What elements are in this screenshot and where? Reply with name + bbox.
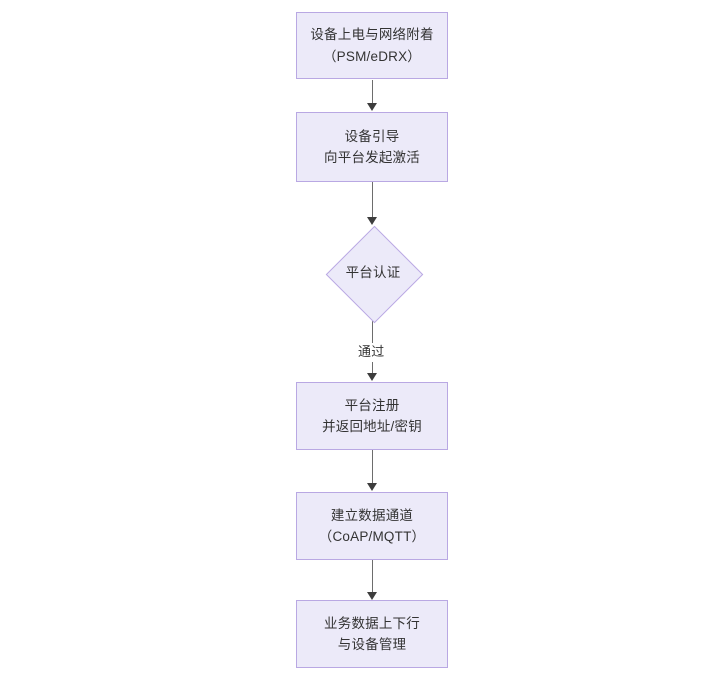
node-bootstrap-line1: 设备引导	[344, 128, 400, 144]
node-power-on-line2: （PSM/eDRX）	[322, 48, 422, 64]
node-channel[interactable]: 建立数据通道 （CoAP/MQTT）	[296, 492, 448, 560]
node-bootstrap-line2: 向平台发起激活	[324, 150, 420, 165]
node-channel-line2: （CoAP/MQTT）	[318, 529, 426, 544]
node-bootstrap[interactable]: 设备引导 向平台发起激活	[296, 112, 448, 182]
arrowhead-register	[367, 373, 377, 381]
edge-bootstrap-to-auth	[372, 182, 373, 218]
arrowhead-auth	[367, 217, 377, 225]
arrowhead-channel	[367, 483, 377, 491]
node-register-line2: 并返回地址/密钥	[322, 419, 422, 434]
node-auth-decision[interactable]: 平台认证	[325, 225, 423, 323]
node-register-line1: 平台注册	[344, 397, 400, 413]
edge-power-on-to-bootstrap	[372, 80, 373, 104]
arrowhead-bootstrap	[367, 103, 377, 111]
node-channel-line1: 建立数据通道	[330, 507, 414, 523]
edge-register-to-channel	[372, 450, 373, 484]
node-service-line1: 业务数据上下行	[324, 615, 420, 631]
node-register[interactable]: 平台注册 并返回地址/密钥	[296, 382, 448, 450]
arrowhead-service	[367, 592, 377, 600]
node-power-on-line1: 设备上电与网络附着	[310, 27, 434, 43]
edge-channel-to-service	[372, 560, 373, 593]
node-auth-label: 平台认证	[345, 264, 401, 280]
node-service[interactable]: 业务数据上下行 与设备管理	[296, 600, 448, 668]
node-power-on[interactable]: 设备上电与网络附着 （PSM/eDRX）	[296, 12, 448, 79]
edge-label-pass: 通过	[355, 343, 388, 362]
node-service-line2: 与设备管理	[337, 637, 407, 652]
